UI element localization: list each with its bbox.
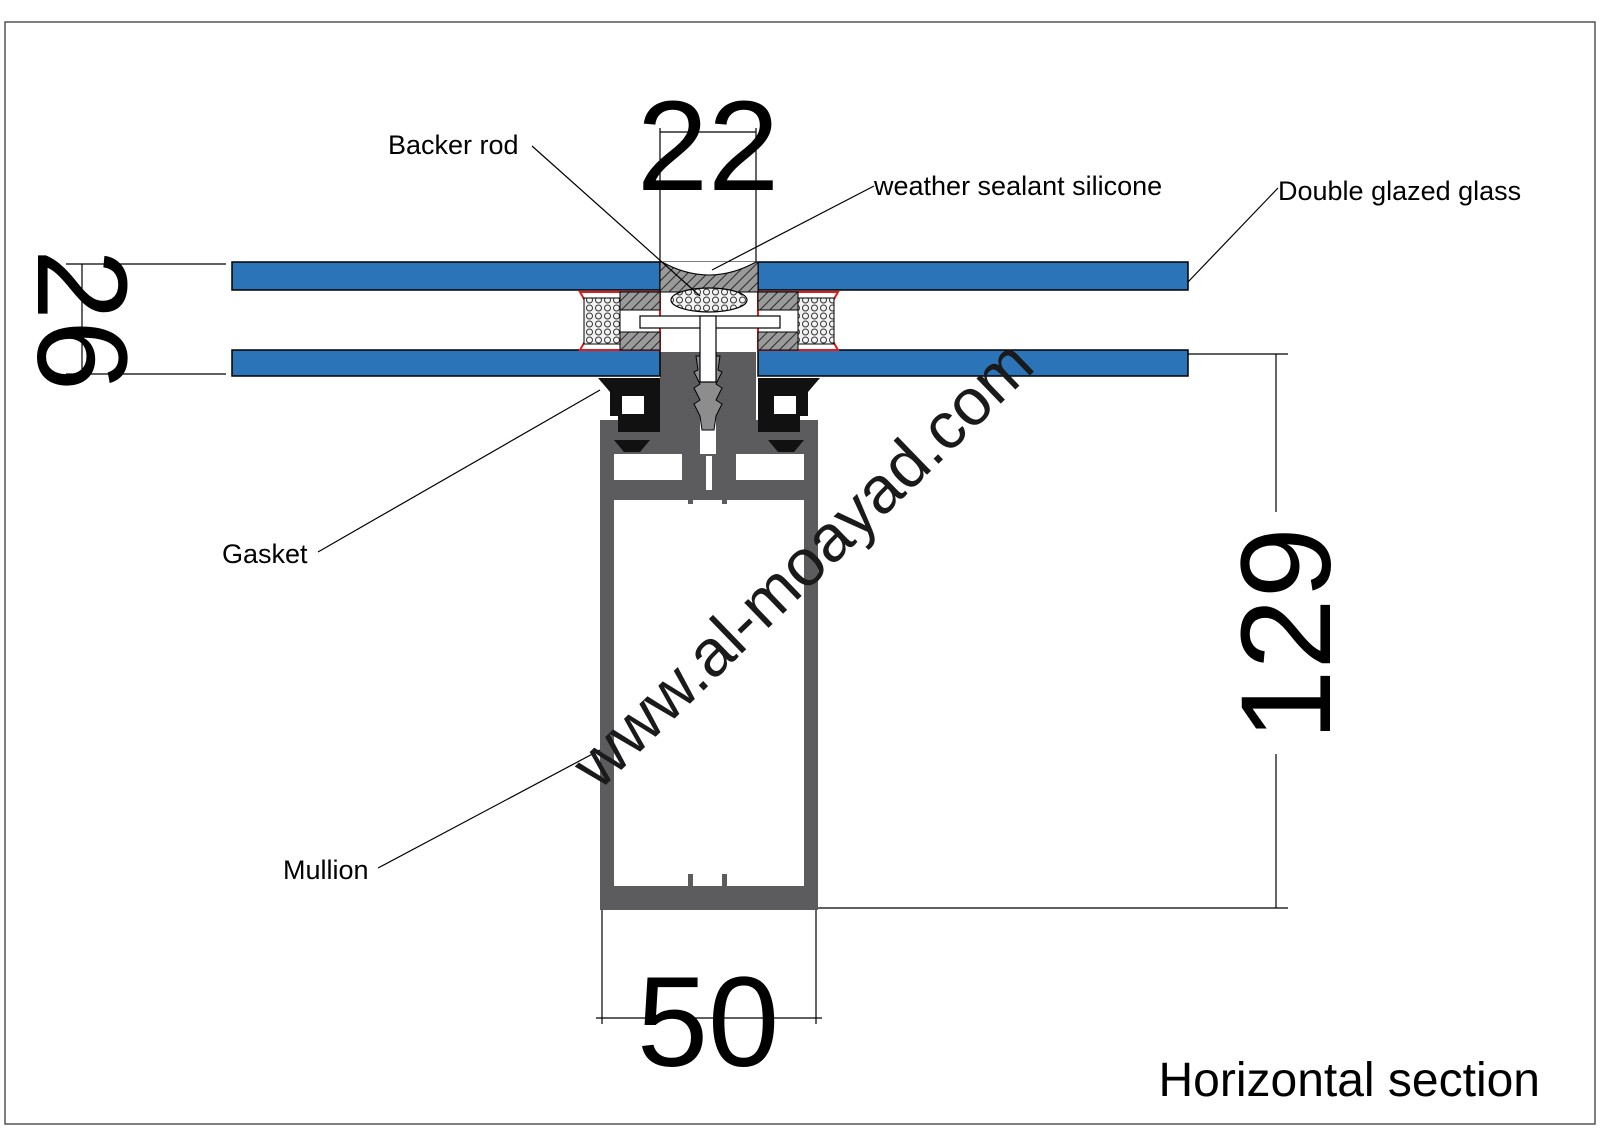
leader-lines bbox=[317, 145, 1279, 869]
dimension-lines bbox=[66, 128, 1288, 1024]
drawing-title: Horizontal section bbox=[1158, 1054, 1540, 1107]
label-weather-sealant: weather sealant silicone bbox=[873, 171, 1162, 201]
mullion-profile bbox=[600, 352, 818, 910]
sheet-border bbox=[4, 21, 1596, 1125]
double-glazed-glass bbox=[231, 261, 1189, 377]
spacer-left bbox=[578, 291, 661, 351]
pressure-plate bbox=[639, 315, 781, 383]
gasket-left bbox=[598, 378, 660, 452]
dimension-mullion-width: 50 bbox=[637, 951, 779, 1094]
dimension-mullion-depth: 129 bbox=[1215, 527, 1358, 741]
label-mullion: Mullion bbox=[283, 855, 369, 885]
label-backer-rod: Backer rod bbox=[388, 130, 519, 160]
dimension-joint-width: 22 bbox=[637, 75, 779, 218]
label-double-glazed-glass: Double glazed glass bbox=[1278, 176, 1521, 206]
backer-rod bbox=[670, 287, 748, 313]
weather-sealant bbox=[659, 261, 759, 293]
label-gasket: Gasket bbox=[222, 539, 308, 569]
spacer-right bbox=[757, 291, 840, 351]
dimension-glass-thickness: 26 bbox=[10, 249, 153, 391]
gasket-right bbox=[758, 378, 820, 452]
